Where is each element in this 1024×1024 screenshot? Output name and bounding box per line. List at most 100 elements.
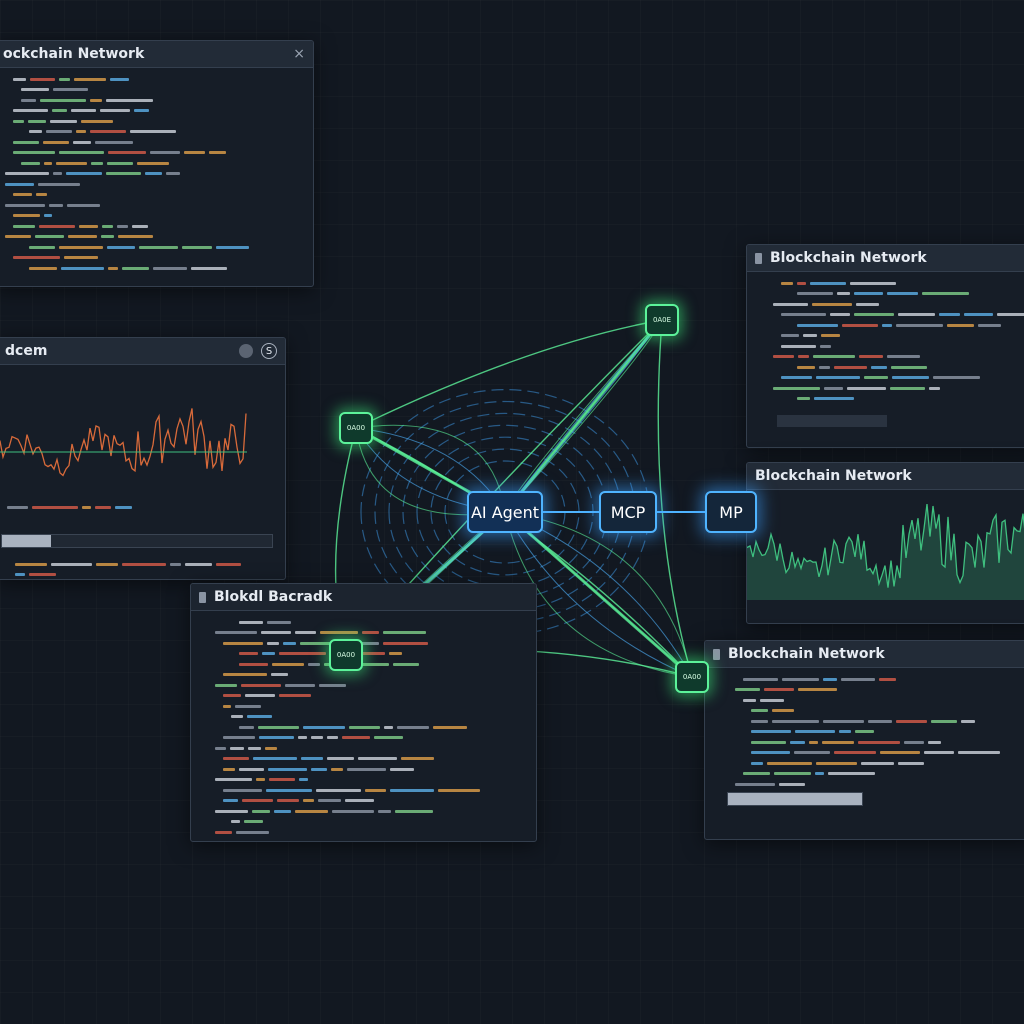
line-chart-orange <box>0 408 247 477</box>
code-panel-bottom-center: Blokdl Bacradk <box>190 583 537 842</box>
link-line <box>504 511 693 678</box>
peer-node[interactable]: 0A00 <box>675 661 709 693</box>
code-line <box>735 706 1024 717</box>
code-line <box>5 263 303 274</box>
link-line <box>504 511 693 678</box>
code-line <box>5 169 303 180</box>
code-line <box>215 659 526 670</box>
code-line <box>735 769 1024 780</box>
code-line <box>215 785 526 796</box>
code-line <box>735 727 1024 738</box>
code-line <box>215 617 526 628</box>
code-panel-right-bottom: Blockchain Network <box>704 640 1024 840</box>
chart-line <box>0 408 247 477</box>
code-line <box>773 352 1024 363</box>
code-line <box>5 74 303 85</box>
code-line <box>215 743 526 754</box>
code-line <box>5 242 303 253</box>
code-line <box>215 680 526 691</box>
orbit-ring <box>430 448 580 576</box>
chart-panel-right: Blockchain Network <box>746 462 1024 624</box>
code-line <box>5 85 303 96</box>
code-line <box>773 394 1024 405</box>
code-line <box>5 190 303 201</box>
peer-node[interactable]: 0A00 <box>329 639 363 671</box>
code-line <box>773 320 1024 331</box>
link-line <box>355 424 506 513</box>
ai-agent-node[interactable]: AI Agent <box>467 491 543 533</box>
coin-icon[interactable]: S <box>261 343 277 359</box>
code-line <box>215 628 526 639</box>
code-panel-top-left: ockchain Network × <box>0 40 314 287</box>
code-line <box>215 806 526 817</box>
code-block <box>747 272 1024 410</box>
code-block <box>0 68 313 280</box>
code-line <box>5 253 303 264</box>
mp-node[interactable]: MP <box>705 491 757 533</box>
link-line <box>504 319 663 513</box>
code-line <box>735 758 1024 769</box>
code-line <box>215 638 526 649</box>
chart-line <box>747 503 1024 588</box>
code-line <box>215 649 526 660</box>
link-line <box>355 319 663 429</box>
code-block <box>0 553 285 580</box>
code-line <box>773 331 1024 342</box>
code-line <box>5 158 303 169</box>
code-line <box>735 695 1024 706</box>
area-chart-green <box>747 503 1024 600</box>
code-line <box>215 754 526 765</box>
code-line <box>7 559 277 570</box>
code-line <box>773 299 1024 310</box>
code-line <box>773 362 1024 373</box>
panel-title: ockchain Network <box>3 46 145 62</box>
code-line <box>5 106 303 117</box>
code-line <box>215 712 526 723</box>
code-line <box>7 502 277 513</box>
peer-node[interactable]: 0A00 <box>339 412 373 444</box>
code-line <box>735 748 1024 759</box>
close-icon[interactable]: × <box>293 46 305 62</box>
code-line <box>215 764 526 775</box>
code-line <box>7 570 277 580</box>
orbit-ring <box>388 412 622 612</box>
code-line <box>773 341 1024 352</box>
panel-title: Blockchain Network <box>728 646 885 662</box>
code-line <box>735 779 1024 790</box>
panel-title: Blockchain Network <box>770 250 927 266</box>
panel-title: dcem <box>5 343 48 359</box>
code-line <box>773 289 1024 300</box>
panel-icon <box>199 591 206 603</box>
code-line <box>215 796 526 807</box>
code-line <box>773 310 1024 321</box>
code-line <box>215 670 526 681</box>
code-line <box>773 278 1024 289</box>
code-line <box>215 827 526 838</box>
code-line <box>735 737 1024 748</box>
mcp-node[interactable]: MCP <box>599 491 657 533</box>
code-block <box>191 611 536 841</box>
code-line <box>5 127 303 138</box>
code-line <box>215 701 526 712</box>
code-block <box>705 668 1024 796</box>
link-line <box>504 319 663 513</box>
link-line <box>657 319 693 678</box>
code-line <box>215 722 526 733</box>
code-line <box>215 733 526 744</box>
code-line <box>215 775 526 786</box>
panel-title: Blokdl Bacradk <box>214 589 333 605</box>
chart-panel-left: dcem S <box>0 337 286 580</box>
code-line <box>5 95 303 106</box>
code-line <box>5 148 303 159</box>
code-line <box>215 691 526 702</box>
panel-icon <box>713 648 720 660</box>
progress-bar <box>1 534 273 548</box>
panel-icon <box>755 252 762 264</box>
code-line <box>735 674 1024 685</box>
code-line <box>773 373 1024 384</box>
orbit-ring <box>444 460 566 564</box>
code-line <box>5 221 303 232</box>
peer-node[interactable]: 0A0E <box>645 304 679 336</box>
code-line <box>5 211 303 222</box>
code-panel-right-top: Blockchain Network <box>746 244 1024 448</box>
